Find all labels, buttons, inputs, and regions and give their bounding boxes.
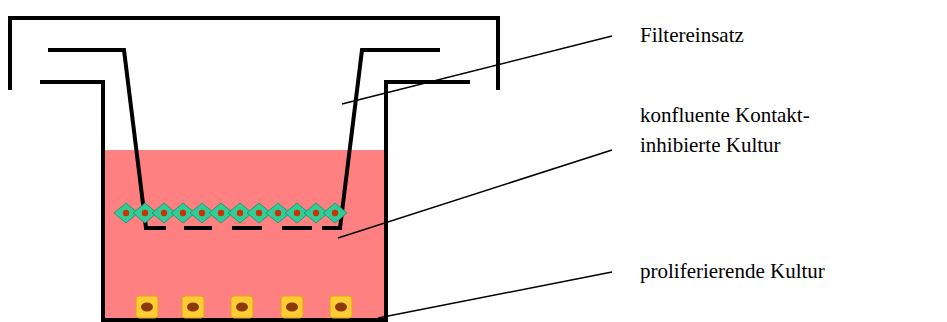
well-plate (10, 18, 498, 320)
cell-nucleus (123, 210, 129, 216)
cell-nucleus (286, 303, 298, 312)
leader-line (342, 36, 612, 104)
cell-nucleus (236, 303, 248, 312)
proliferating-cell (182, 296, 204, 318)
proliferating-cell (136, 296, 158, 318)
membrane-segment (232, 226, 262, 230)
insert-wall-left (48, 50, 146, 228)
cell-nucleus (161, 210, 167, 216)
cell-body (323, 203, 347, 223)
membrane-segment (184, 226, 212, 230)
cell-body (330, 296, 352, 318)
cell-nucleus (187, 303, 199, 312)
proliferating-cell (281, 296, 303, 318)
confluent-cells (114, 203, 347, 223)
cell-nucleus (332, 210, 338, 216)
cell-nucleus (313, 210, 319, 216)
leader-line (338, 150, 612, 238)
cell-nucleus (199, 210, 205, 216)
proliferating-cells (136, 296, 352, 318)
membrane-segment (144, 226, 166, 230)
leader-lines (338, 36, 612, 318)
culture-medium (104, 150, 386, 320)
membrane-segment (282, 226, 312, 230)
cell-nucleus (275, 210, 281, 216)
well-wall (40, 82, 470, 320)
proliferating-cell (231, 296, 253, 318)
cell-nucleus (141, 303, 153, 312)
filter-insert (48, 50, 440, 228)
cell-nucleus (237, 210, 243, 216)
cell-nucleus (256, 210, 262, 216)
cell-body (231, 296, 253, 318)
confluent-cell (323, 203, 347, 223)
insert-wall-right (340, 50, 440, 228)
callout-label: Filtereinsatz (640, 20, 920, 50)
cell-body (182, 296, 204, 318)
cell-nucleus (180, 210, 186, 216)
filter-membrane (144, 226, 342, 230)
cell-body (136, 296, 158, 318)
cell-body (281, 296, 303, 318)
cell-nucleus (142, 210, 148, 216)
callout-label: konfluente Kontakt- inhibierte Kultur (640, 100, 880, 160)
membrane-segment (322, 226, 342, 230)
cell-nucleus (218, 210, 224, 216)
plate-lid (10, 18, 498, 90)
cell-nucleus (335, 303, 347, 312)
leader-line (378, 272, 612, 318)
callout-label: proliferierende Kultur (640, 256, 930, 286)
proliferating-cell (330, 296, 352, 318)
cell-nucleus (294, 210, 300, 216)
